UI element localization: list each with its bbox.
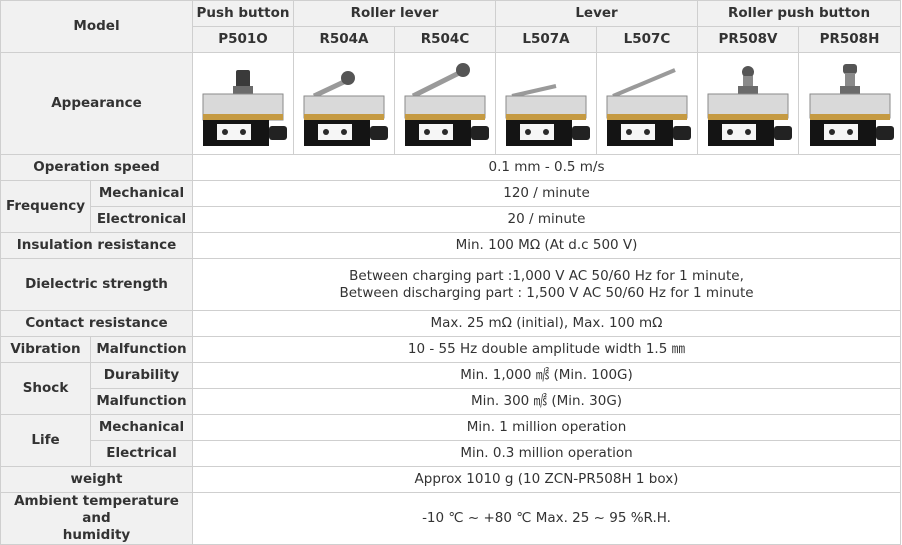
appearance-r504c	[394, 52, 496, 155]
ambient-label-line-2: humidity	[62, 527, 131, 543]
life-electrical-value: Min. 0.3 million operation	[191, 440, 902, 467]
cross-roller-plunger-switch-icon	[809, 63, 894, 146]
weight-label: weight	[0, 466, 193, 493]
frequency-mechanical-label: Mechanical	[90, 180, 193, 207]
model-r504c: R504C	[394, 26, 496, 53]
dielectric-line-1: Between charging part :1,000 V AC 50/60 …	[349, 267, 744, 284]
model-pr508h: PR508H	[797, 26, 902, 53]
model-header: Model	[0, 0, 193, 53]
contact-resistance-label: Contact resistance	[0, 310, 193, 337]
dielectric-value: Between charging part :1,000 V AC 50/60 …	[191, 258, 902, 311]
appearance-r504a	[293, 52, 395, 155]
vibration-malfunction-label: Malfunction	[90, 336, 193, 363]
group-push-button: Push button	[192, 0, 294, 27]
group-roller-push-button: Roller push button	[696, 0, 902, 27]
long-roller-lever-switch-icon	[404, 62, 489, 146]
plunger-switch-icon	[202, 69, 287, 146]
operation-speed-label: Operation speed	[0, 154, 193, 181]
contact-resistance-value: Max. 25 mΩ (initial), Max. 100 mΩ	[191, 310, 902, 337]
operation-speed-value: 0.1 mm - 0.5 m/s	[191, 154, 902, 181]
appearance-pr508v	[697, 52, 799, 155]
model-l507c: L507C	[596, 26, 698, 53]
appearance-l507c	[596, 52, 698, 155]
roller-plunger-switch-icon	[707, 65, 792, 146]
life-label: Life	[0, 414, 91, 467]
frequency-electronical-label: Electronical	[90, 206, 193, 233]
model-pr508v: PR508V	[697, 26, 799, 53]
frequency-electronical-value: 20 / minute	[191, 206, 902, 233]
shock-label: Shock	[0, 362, 91, 415]
short-lever-switch-icon	[505, 83, 590, 146]
model-p501o: P501O	[192, 26, 294, 53]
appearance-pr508h	[797, 52, 902, 155]
ambient-label-line-1: Ambient temperature and	[14, 493, 179, 526]
model-r504a: R504A	[293, 26, 395, 53]
long-lever-switch-icon	[606, 67, 691, 146]
life-mechanical-value: Min. 1 million operation	[191, 414, 902, 441]
vibration-value: 10 - 55 Hz double amplitude width 1.5 ㎜	[191, 336, 902, 363]
weight-value: Approx 1010 g (10 ZCN-PR508H 1 box)	[191, 466, 902, 493]
ambient-label: Ambient temperature and humidity	[0, 492, 193, 545]
group-roller-lever: Roller lever	[293, 0, 496, 27]
life-mechanical-label: Mechanical	[90, 414, 193, 441]
vibration-label: Vibration	[0, 336, 91, 363]
shock-malfunction-value: Min. 300 ㎨ (Min. 30G)	[191, 388, 902, 415]
life-electrical-label: Electrical	[90, 440, 193, 467]
dielectric-label: Dielectric strength	[0, 258, 193, 311]
dielectric-line-2: Between discharging part : 1,500 V AC 50…	[339, 284, 754, 301]
appearance-p501o	[192, 52, 294, 155]
shock-malfunction-label: Malfunction	[90, 388, 193, 415]
appearance-label: Appearance	[0, 52, 193, 155]
shock-durability-label: Durability	[90, 362, 193, 389]
short-roller-lever-switch-icon	[303, 70, 388, 146]
insulation-label: Insulation resistance	[0, 232, 193, 259]
shock-durability-value: Min. 1,000 ㎨ (Min. 100G)	[191, 362, 902, 389]
insulation-value: Min. 100 MΩ (At d.c 500 V)	[191, 232, 902, 259]
frequency-label: Frequency	[0, 180, 91, 233]
ambient-value: -10 ℃ ~ +80 ℃ Max. 25 ~ 95 %R.H.	[191, 492, 902, 545]
model-l507a: L507A	[495, 26, 597, 53]
frequency-mechanical-value: 120 / minute	[191, 180, 902, 207]
group-lever: Lever	[495, 0, 698, 27]
appearance-l507a	[495, 52, 597, 155]
